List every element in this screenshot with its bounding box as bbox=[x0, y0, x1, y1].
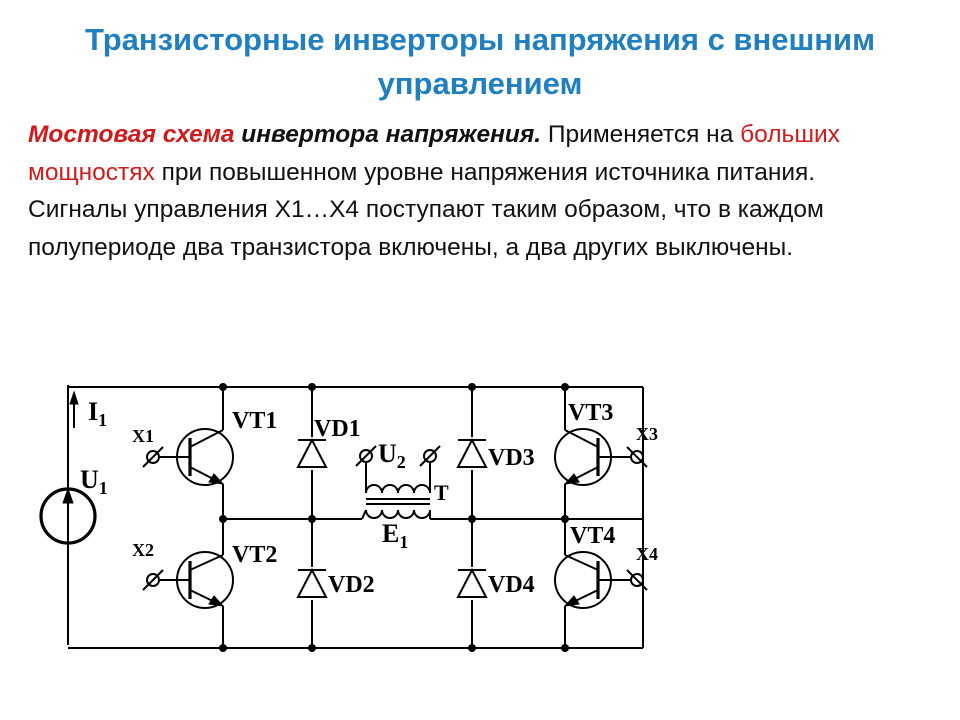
slide-body: Мостовая схема инвертора напряжения. При… bbox=[28, 116, 928, 266]
label-vt2: VT2 bbox=[232, 542, 277, 568]
label-vd1: VD1 bbox=[314, 416, 361, 442]
branch-wiring bbox=[222, 387, 643, 648]
label-x1: X1 bbox=[132, 426, 154, 446]
label-vd3: VD3 bbox=[488, 445, 535, 471]
label-vt4: VT4 bbox=[570, 523, 615, 549]
transistor-vt2 bbox=[142, 551, 234, 609]
junction-dots bbox=[219, 383, 569, 652]
paragraph-1-text-b: при повышенном уровне напряжения источни… bbox=[154, 158, 816, 186]
slide-title: Транзисторные инверторы напряжения с вне… bbox=[84, 22, 875, 101]
label-current-i1: I1 bbox=[88, 397, 107, 430]
label-transformer-t: T bbox=[434, 480, 449, 505]
label-vt1: VT1 bbox=[232, 408, 277, 434]
term-voltage-inverter: инвертора напряжения. bbox=[234, 121, 542, 148]
schematic-labels: I1 U1 VT1 VT2 VT3 VT4 VD1 VD2 VD3 VD4 X1… bbox=[80, 397, 658, 598]
label-vt3: VT3 bbox=[568, 400, 613, 426]
voltage-source-u1 bbox=[39, 487, 97, 545]
label-source-u1: U1 bbox=[80, 465, 108, 498]
term-high-power: больших мощностях bbox=[28, 121, 840, 186]
label-x4: X4 bbox=[636, 544, 658, 564]
paragraph-2: Сигналы управления Х1…Х4 поступают таким… bbox=[28, 196, 824, 261]
diode-vd1 bbox=[296, 437, 328, 468]
label-vd2: VD2 bbox=[328, 572, 375, 598]
label-e1: E1 bbox=[382, 519, 408, 552]
label-x2: X2 bbox=[132, 540, 154, 560]
transistor-vt3 bbox=[554, 428, 648, 486]
paragraph-1-text-a: Применяется на bbox=[541, 121, 741, 148]
label-x3: X3 bbox=[636, 424, 658, 444]
label-u2: U2 bbox=[378, 439, 406, 472]
diode-vd2 bbox=[296, 567, 328, 598]
diode-vd4 bbox=[456, 567, 488, 598]
diode-vd3 bbox=[456, 437, 488, 468]
transistor-vt4 bbox=[554, 551, 648, 609]
transistor-vt1 bbox=[142, 428, 234, 486]
term-bridge-circuit: Мостовая схема bbox=[28, 121, 235, 148]
paragraph-1: Мостовая схема инвертора напряжения. При… bbox=[28, 116, 928, 191]
label-vd4: VD4 bbox=[488, 572, 535, 598]
transformer-t bbox=[355, 445, 441, 520]
